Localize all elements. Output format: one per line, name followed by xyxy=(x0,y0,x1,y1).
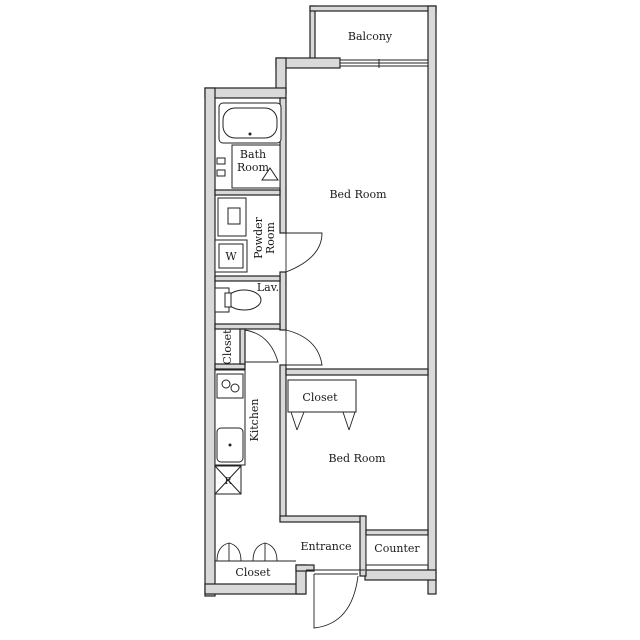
powder-room-label-line1: Powder xyxy=(252,216,265,259)
counter: Counter xyxy=(365,534,429,566)
lav-label: Lav. xyxy=(257,281,279,294)
closet-left: Closet xyxy=(221,329,234,365)
washer-mark: W xyxy=(225,250,237,263)
bathroom-label-line2: Room xyxy=(237,161,270,174)
lavatory: Lav. xyxy=(214,281,279,313)
bedroom-lower: Bed Room xyxy=(244,329,386,465)
bedroom-upper: Bed Room xyxy=(285,188,387,273)
kitchen: R Kitchen xyxy=(214,369,261,495)
closet-left-label: Closet xyxy=(221,329,234,365)
bathroom-label-line1: Bath xyxy=(240,148,266,161)
interior-walls xyxy=(214,97,429,577)
closet-bottom: Closet xyxy=(216,542,278,579)
bathroom: Bath Room xyxy=(216,102,282,189)
bedroom-lower-label: Bed Room xyxy=(328,452,386,465)
powder-room-label-line2: Room xyxy=(264,221,277,254)
outer-walls xyxy=(204,5,437,597)
closet-middle-label: Closet xyxy=(302,391,338,404)
kitchen-label: Kitchen xyxy=(248,399,261,442)
entrance: Entrance xyxy=(300,540,365,629)
closet-middle: Closet xyxy=(287,379,357,431)
counter-label: Counter xyxy=(374,542,420,555)
closet-bottom-label: Closet xyxy=(235,566,271,579)
fridge-mark: R xyxy=(225,477,232,487)
entrance-label: Entrance xyxy=(300,540,351,553)
bathtub xyxy=(222,107,278,139)
powder-room: W Powder Room xyxy=(214,197,277,273)
balcony-label: Balcony xyxy=(348,30,393,43)
bedroom-upper-label: Bed Room xyxy=(329,188,387,201)
